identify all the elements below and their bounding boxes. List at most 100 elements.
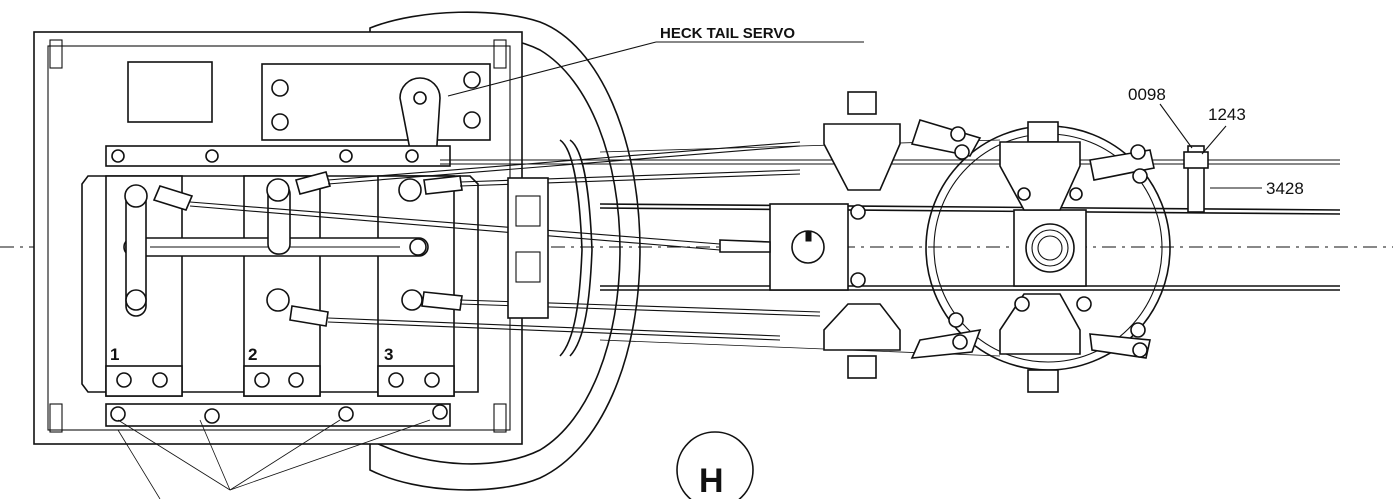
screw <box>463 71 481 89</box>
pushrod <box>189 201 721 245</box>
screw <box>950 126 966 142</box>
bellcrank <box>823 123 901 191</box>
tray-corner-tl <box>49 39 63 69</box>
leader-line <box>447 41 657 97</box>
guide-slot <box>515 195 541 227</box>
main-shaft-core <box>1037 235 1063 261</box>
servo-3-ball <box>401 289 423 311</box>
screw <box>388 372 404 388</box>
bellcrank-cap <box>1027 121 1059 143</box>
screw <box>254 372 270 388</box>
guide-arc <box>569 139 593 357</box>
clevis <box>289 305 329 327</box>
servo-3-ball <box>398 178 422 202</box>
tail-servo-horn <box>413 91 427 105</box>
pushrod <box>189 205 721 251</box>
bellcrank <box>999 293 1081 355</box>
upper-rail <box>105 145 451 167</box>
receiver-box <box>127 61 213 123</box>
servo-2-ball <box>266 288 290 312</box>
screw <box>1017 187 1031 201</box>
pushrod <box>327 321 781 341</box>
clevis <box>423 175 463 195</box>
servo-2-number: 2 <box>248 345 257 364</box>
canopy-outline <box>369 11 641 491</box>
screw <box>111 149 125 163</box>
main-shaft-block <box>1013 209 1087 287</box>
screw <box>954 144 970 160</box>
heck-tail-servo-label: HECK TAIL SERVO <box>660 25 795 42</box>
clevis <box>295 171 331 195</box>
screw <box>948 312 964 328</box>
guide-slot <box>515 251 541 283</box>
tray-corner-br <box>493 403 507 433</box>
tray-corner-tr <box>493 39 507 69</box>
screw <box>952 334 968 350</box>
clevis <box>152 185 194 211</box>
servo-1-ball <box>125 289 147 311</box>
main-shaft <box>1025 223 1075 273</box>
tail-rod-clamp <box>1183 151 1209 169</box>
ball-link <box>719 239 771 253</box>
part-1243-label: 1243 <box>1208 105 1246 124</box>
guide-arc <box>559 139 583 357</box>
screw <box>1076 296 1092 312</box>
screw <box>850 272 866 288</box>
clevis <box>421 291 463 311</box>
leader-line <box>199 419 231 491</box>
screw <box>405 149 419 163</box>
bellcrank-cap <box>1027 369 1059 393</box>
pushrod <box>327 317 781 337</box>
screw <box>432 404 448 420</box>
screw <box>1130 322 1146 338</box>
screw <box>339 149 353 163</box>
screw <box>288 372 304 388</box>
tail-servo-body <box>261 63 491 141</box>
section-letter: H <box>699 462 724 499</box>
swashplate-assembly <box>599 91 1341 393</box>
bearing <box>791 230 825 264</box>
servo-2-tab <box>243 365 321 397</box>
servo-1-number: 1 <box>110 345 119 364</box>
leader-line <box>229 419 341 491</box>
screw <box>271 79 289 97</box>
guide-bracket <box>507 177 549 319</box>
section-marker-circle <box>676 431 754 499</box>
part-3428-label: 3428 <box>1266 179 1304 198</box>
bellcrank-cap <box>847 355 877 379</box>
screw <box>205 149 219 163</box>
main-shaft-inner <box>1031 229 1069 267</box>
screw <box>1130 144 1146 160</box>
screw <box>110 406 126 422</box>
screw <box>271 113 289 131</box>
bellcrank-link <box>910 328 982 359</box>
screw <box>338 406 354 422</box>
servo-3-body <box>377 175 455 397</box>
bellcrank <box>823 303 901 351</box>
screw <box>463 111 481 129</box>
lower-rail <box>105 403 451 427</box>
bearing-key <box>805 231 812 242</box>
bellcrank <box>999 141 1081 211</box>
screw <box>1132 168 1148 184</box>
leader-line <box>1201 125 1227 155</box>
mixer-pivot <box>409 238 427 256</box>
leader-line <box>117 419 231 491</box>
tray-corner-bl <box>49 403 63 433</box>
main-frame-rail <box>599 207 1341 215</box>
bellcrank-cap <box>847 91 877 115</box>
screw <box>1132 342 1148 358</box>
main-frame-rail <box>599 203 1341 211</box>
screw <box>152 372 168 388</box>
leader-line <box>229 419 431 491</box>
leader-line <box>117 429 161 499</box>
screw <box>204 408 220 424</box>
screw <box>850 204 866 220</box>
bellcrank-link <box>910 119 982 157</box>
servo-1-ball <box>124 184 148 208</box>
screw <box>116 372 132 388</box>
servo-3-number: 3 <box>384 345 393 364</box>
screw <box>1014 296 1030 312</box>
